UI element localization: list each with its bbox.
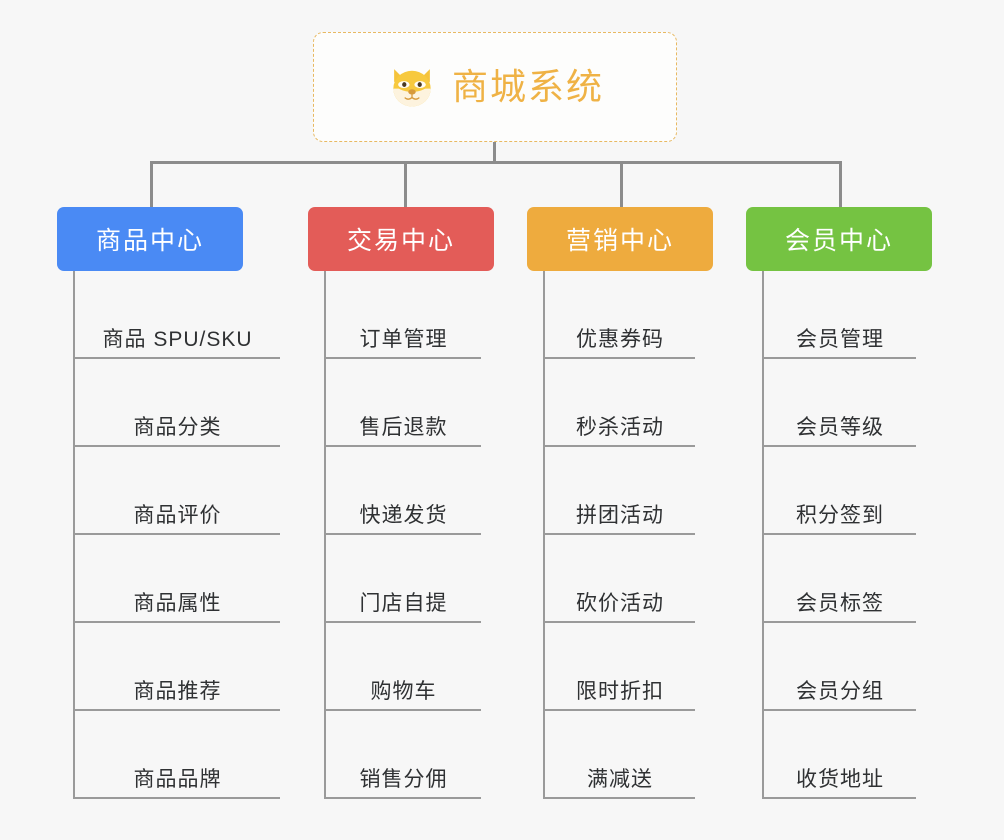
leaf-label: 售后退款	[359, 415, 448, 439]
leaf-node[interactable]: 会员等级	[764, 359, 916, 447]
category-box-4[interactable]: 会员中心	[746, 207, 932, 271]
leaf-label: 商品评价	[133, 503, 222, 527]
branch-spine	[543, 271, 545, 799]
category-label: 交易中心	[346, 227, 455, 255]
leaf-node[interactable]: 会员分组	[764, 623, 916, 711]
category-label: 商品中心	[95, 227, 204, 255]
root-stem-line	[493, 142, 496, 164]
drop-line-2	[404, 161, 407, 207]
leaf-label: 限时折扣	[576, 679, 664, 703]
branch-spine	[73, 271, 75, 799]
leaf-label: 商品属性	[133, 591, 222, 615]
leaf-label: 优惠券码	[576, 327, 664, 351]
leaf-node[interactable]: 秒杀活动	[545, 359, 695, 447]
leaf-node[interactable]: 会员管理	[764, 271, 916, 359]
leaf-label: 秒杀活动	[576, 415, 664, 439]
leaf-label: 积分签到	[796, 503, 884, 527]
root-node[interactable]: 商城系统	[313, 32, 677, 142]
branch-spine	[324, 271, 326, 799]
category-box-3[interactable]: 营销中心	[527, 207, 713, 271]
leaf-node[interactable]: 商品分类	[75, 359, 280, 447]
leaf-node[interactable]: 门店自提	[326, 535, 481, 623]
leaf-label: 销售分佣	[359, 767, 448, 791]
leaf-label: 商品 SPU/SKU	[102, 327, 253, 351]
category-label: 会员中心	[784, 227, 893, 255]
leaf-node[interactable]: 收货地址	[764, 711, 916, 799]
leaf-node[interactable]: 商品 SPU/SKU	[75, 271, 280, 359]
leaf-node[interactable]: 购物车	[326, 623, 481, 711]
leaf-label: 会员等级	[796, 415, 884, 439]
leaf-node[interactable]: 满减送	[545, 711, 695, 799]
leaf-node[interactable]: 限时折扣	[545, 623, 695, 711]
leaf-label: 订单管理	[359, 327, 448, 351]
shiba-dog-icon	[393, 69, 431, 107]
branch-spine	[762, 271, 764, 799]
leaf-node[interactable]: 商品属性	[75, 535, 280, 623]
leaf-node[interactable]: 积分签到	[764, 447, 916, 535]
leaf-node[interactable]: 优惠券码	[545, 271, 695, 359]
drop-line-1	[150, 161, 153, 207]
leaf-label: 商品分类	[133, 415, 222, 439]
leaf-label: 砍价活动	[576, 591, 664, 615]
leaf-node[interactable]: 商品推荐	[75, 623, 280, 711]
leaf-label: 商品推荐	[133, 679, 222, 703]
bus-line	[150, 161, 842, 164]
leaf-node[interactable]: 商品品牌	[75, 711, 280, 799]
category-box-2[interactable]: 交易中心	[308, 207, 494, 271]
leaf-label: 购物车	[370, 679, 437, 703]
leaf-label: 满减送	[587, 767, 653, 791]
category-box-1[interactable]: 商品中心	[57, 207, 243, 271]
leaf-node[interactable]: 售后退款	[326, 359, 481, 447]
leaf-label: 拼团活动	[576, 503, 664, 527]
leaf-label: 收货地址	[796, 767, 884, 791]
leaf-label: 商品品牌	[133, 767, 222, 791]
leaf-label: 快递发货	[359, 503, 448, 527]
leaf-node[interactable]: 快递发货	[326, 447, 481, 535]
leaf-node[interactable]: 砍价活动	[545, 535, 695, 623]
leaf-label: 会员分组	[796, 679, 884, 703]
category-label: 营销中心	[565, 227, 674, 255]
root-title: 商城系统	[451, 66, 604, 107]
leaf-node[interactable]: 销售分佣	[326, 711, 481, 799]
leaf-label: 会员标签	[796, 591, 884, 615]
leaf-node[interactable]: 订单管理	[326, 271, 481, 359]
leaf-label: 门店自提	[359, 591, 448, 615]
drop-line-4	[839, 161, 842, 207]
leaf-node[interactable]: 商品评价	[75, 447, 280, 535]
drop-line-3	[620, 161, 623, 207]
leaf-node[interactable]: 会员标签	[764, 535, 916, 623]
leaf-label: 会员管理	[796, 327, 884, 351]
leaf-node[interactable]: 拼团活动	[545, 447, 695, 535]
